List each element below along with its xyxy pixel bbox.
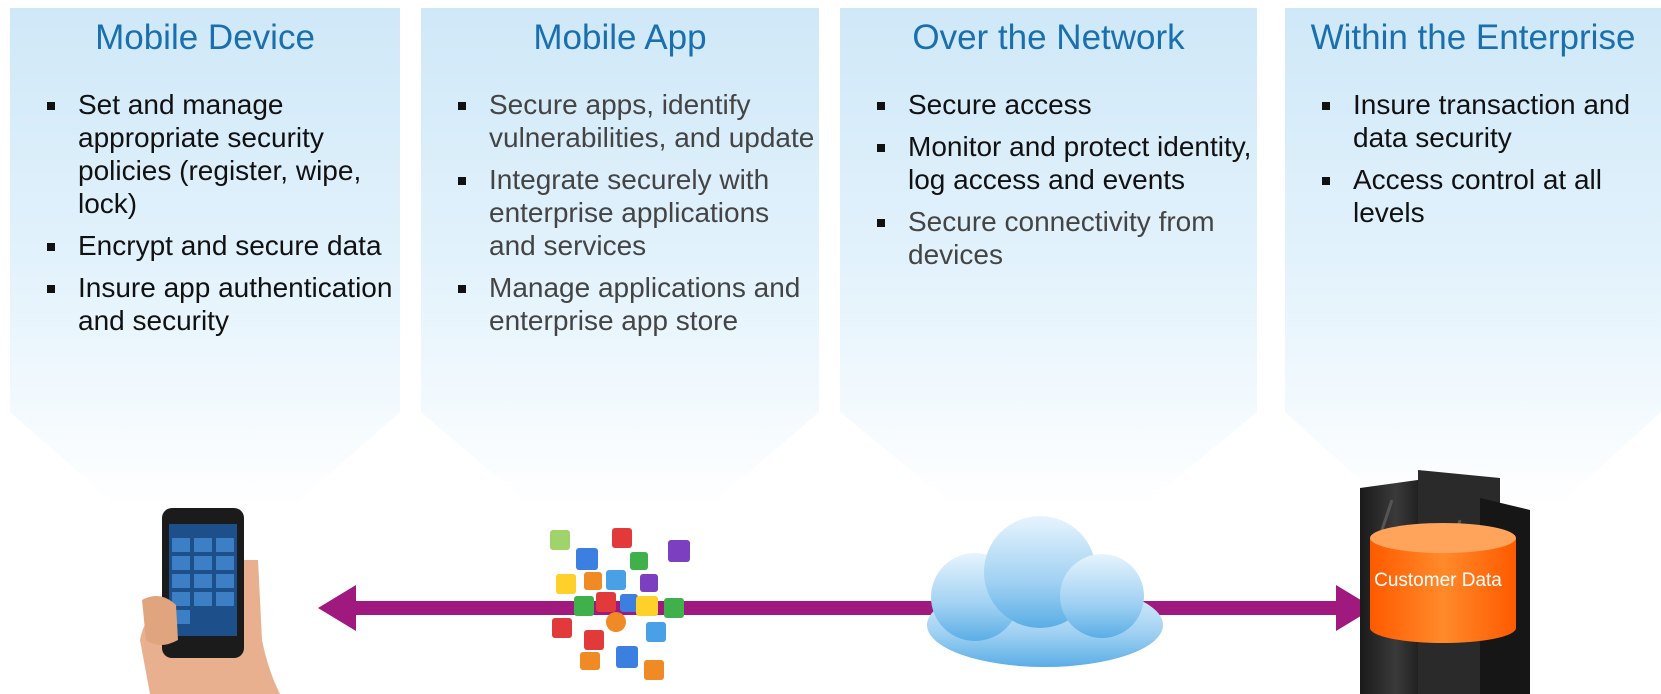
panel-background	[10, 8, 400, 508]
list-item: Encrypt and secure data	[47, 229, 400, 262]
column-mobile-device: Mobile Device Set and manage appropriate…	[10, 8, 400, 508]
bidirectional-arrow	[318, 585, 1374, 631]
list-item: Insure transaction and data security	[1322, 88, 1661, 154]
list-item: Integrate securely with enterprise appli…	[458, 163, 819, 262]
list-item: Secure access	[877, 88, 1257, 121]
panel-background	[1285, 8, 1661, 508]
list-item: Insure app authentication and security	[47, 271, 400, 337]
server-with-database-icon	[1360, 470, 1530, 694]
bullet-list: Set and manage appropriate security poli…	[38, 88, 400, 346]
app-icons-cluster-icon	[550, 528, 690, 680]
list-item: Secure connectivity from devices	[877, 205, 1257, 271]
database-label: Customer Data	[1374, 570, 1502, 591]
bullet-list: Secure apps, identify vulnerabilities, a…	[449, 88, 819, 346]
list-item: Access control at all levels	[1322, 163, 1661, 229]
column-within-the-enterprise: Within the Enterprise Insure transaction…	[1285, 8, 1661, 508]
bullet-list: Secure access Monitor and protect identi…	[868, 88, 1257, 280]
list-item: Manage applications and enterprise app s…	[458, 271, 819, 337]
list-item: Secure apps, identify vulnerabilities, a…	[458, 88, 819, 154]
bullet-list: Insure transaction and data security Acc…	[1313, 88, 1661, 238]
column-title: Mobile Device	[95, 18, 315, 57]
panel-background	[421, 8, 819, 508]
cloud-icon	[927, 516, 1163, 667]
column-mobile-app: Mobile App Secure apps, identify vulnera…	[421, 8, 819, 508]
column-title: Within the Enterprise	[1310, 18, 1636, 57]
list-item: Set and manage appropriate security poli…	[47, 88, 400, 220]
smartphone-in-hand-icon	[140, 508, 280, 694]
column-title: Over the Network	[912, 18, 1185, 57]
panel-background	[840, 8, 1257, 508]
column-title: Mobile App	[533, 18, 707, 57]
list-item: Monitor and protect identity, log access…	[877, 130, 1257, 196]
column-over-the-network: Over the Network Secure access Monitor a…	[840, 8, 1257, 508]
